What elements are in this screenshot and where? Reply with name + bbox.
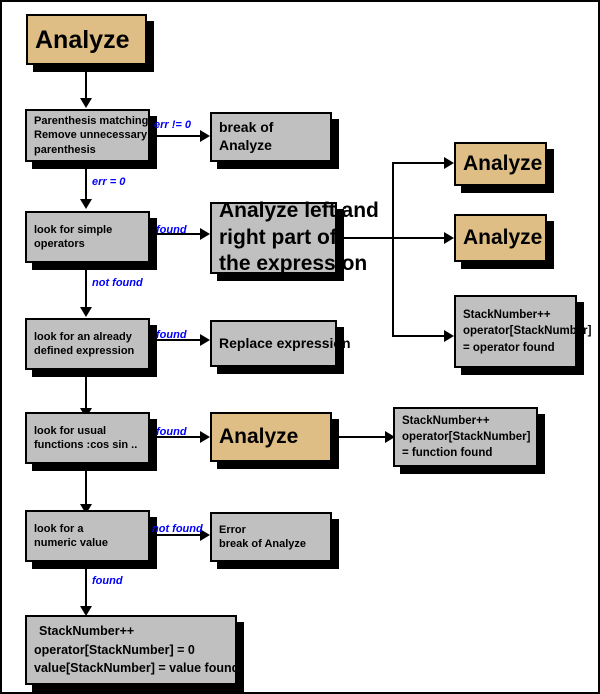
node-simple-operators-line2: operators bbox=[34, 238, 85, 250]
node-analyze-parts-line2: right part of bbox=[219, 225, 337, 249]
edge-numeric-to-push-value bbox=[85, 562, 87, 608]
node-recurse-analyze-left: Analyze bbox=[454, 142, 547, 186]
node-defined-expression-line2: defined expression bbox=[34, 345, 135, 357]
node-defined-expression-line1: look for an already bbox=[34, 330, 132, 343]
edge-functions-to-recurse bbox=[150, 436, 202, 438]
arrowhead-defined-to-replace bbox=[200, 334, 210, 346]
node-numeric-value-line2: numeric value bbox=[34, 537, 108, 549]
node-parenthesis-check-line3: parenthesis bbox=[34, 143, 96, 156]
node-push-value-line3: value[StackNumber] = value found bbox=[34, 661, 240, 676]
edge-operators-to-analyze-parts bbox=[150, 233, 202, 235]
edge-trunk-to-recurse-right bbox=[392, 237, 446, 239]
node-push-operator-line1: StackNumber++ bbox=[463, 309, 551, 321]
node-recurse-left-label: Analyze bbox=[463, 151, 543, 175]
node-push-value-line2: operator[StackNumber] = 0 bbox=[34, 642, 195, 657]
edge-label-function-found: found bbox=[156, 426, 187, 438]
node-usual-functions-line2: functions :cos sin .. bbox=[34, 439, 138, 451]
arrowhead-functions-to-numeric bbox=[80, 504, 92, 514]
edge-defined-to-functions bbox=[85, 370, 87, 410]
node-parenthesis-check-line1: Parenthesis matching bbox=[34, 115, 149, 128]
edge-operators-to-defined bbox=[85, 263, 87, 309]
node-analyze-parts-line3: the expression bbox=[219, 252, 368, 276]
arrowhead-operators-to-defined bbox=[80, 307, 92, 317]
arrowhead-paren-to-operators bbox=[80, 199, 92, 209]
arrowhead-trunk-to-recurse-right bbox=[444, 232, 454, 244]
node-parenthesis-check-line2: Remove unnecessary bbox=[34, 129, 148, 142]
node-error-break-line1: Error bbox=[219, 523, 246, 536]
node-look-for-simple-operators: look for simple operators bbox=[25, 211, 150, 263]
node-replace-expression: Replace expression bbox=[210, 320, 351, 367]
node-start-label: Analyze bbox=[35, 25, 130, 54]
edge-label-numeric-found: found bbox=[92, 575, 123, 587]
arrowhead-start-to-paren bbox=[80, 98, 92, 108]
node-look-for-usual-functions: look for usual functions :cos sin .. bbox=[25, 412, 150, 464]
edge-label-numeric-not-found: not found bbox=[152, 523, 203, 535]
edge-label-err-not-zero: err != 0 bbox=[154, 119, 191, 131]
node-push-function-line2: operator[StackNumber] bbox=[402, 430, 531, 443]
edge-numeric-to-error bbox=[150, 534, 202, 536]
node-numeric-value-line1: look for a bbox=[34, 522, 84, 535]
edge-recurse-to-push-function bbox=[332, 436, 387, 438]
node-push-function: StackNumber++ operator[StackNumber] = fu… bbox=[393, 407, 538, 467]
node-break-analyze-line2: Analyze bbox=[219, 137, 272, 153]
node-analyze-left-right-parts: Analyze left and right part of the expre… bbox=[210, 199, 379, 275]
arrowhead-numeric-to-error bbox=[200, 529, 210, 541]
node-break-analyze-line1: break of bbox=[219, 119, 274, 136]
node-start: Analyze bbox=[26, 14, 147, 65]
node-look-for-numeric-value: look for a numeric value bbox=[25, 510, 150, 562]
arrowhead-trunk-to-recurse-left bbox=[444, 157, 454, 169]
node-push-value-line1: StackNumber++ bbox=[39, 623, 135, 638]
arrowhead-functions-to-recurse bbox=[200, 431, 210, 443]
edge-start-to-paren bbox=[85, 65, 87, 99]
node-push-value: StackNumber++ operator[StackNumber] = 0 … bbox=[25, 615, 240, 685]
edge-paren-to-break bbox=[150, 135, 202, 137]
edge-label-expression-found: found bbox=[156, 329, 187, 341]
node-simple-operators-line1: look for simple bbox=[34, 223, 113, 236]
edge-trunk-to-recurse-left bbox=[392, 162, 446, 164]
edge-label-operator-found: found bbox=[156, 224, 187, 236]
edge-paren-to-operators bbox=[85, 162, 87, 200]
edge-functions-to-numeric bbox=[85, 464, 87, 506]
arrowhead-numeric-to-push-value bbox=[80, 606, 92, 616]
node-parenthesis-check: Parenthesis matching Remove unnecessary … bbox=[25, 109, 150, 162]
node-push-function-line3: = function found bbox=[402, 447, 493, 460]
node-recurse-right-label: Analyze bbox=[463, 225, 543, 249]
edge-label-operator-not-found: not found bbox=[92, 277, 143, 289]
arrowhead-recurse-to-push-function bbox=[385, 431, 395, 443]
edge-defined-to-replace bbox=[150, 339, 202, 341]
node-recurse-function-label: Analyze bbox=[219, 424, 299, 448]
node-look-for-defined-expression: look for an already defined expression bbox=[25, 318, 150, 370]
node-recurse-analyze-function: Analyze bbox=[210, 412, 332, 462]
node-recurse-analyze-right: Analyze bbox=[454, 214, 547, 262]
node-push-function-line1: StackNumber++ bbox=[402, 414, 490, 427]
node-push-operator: StackNumber++ operator[StackNumber] = op… bbox=[454, 295, 592, 368]
edge-trunk-to-push-operator bbox=[392, 335, 446, 337]
node-push-operator-line3: = operator found bbox=[463, 341, 555, 354]
edge-label-err-zero: err = 0 bbox=[92, 176, 126, 188]
arrowhead-operators-to-analyze-parts bbox=[200, 228, 210, 240]
node-analyze-parts-line1: Analyze left and bbox=[219, 198, 379, 222]
node-usual-functions-line1: look for usual bbox=[34, 424, 107, 437]
node-replace-expression-label: Replace expression bbox=[219, 334, 351, 351]
node-break-analyze: break of Analyze bbox=[210, 112, 332, 162]
arrowhead-paren-to-break bbox=[200, 130, 210, 142]
edge-analyze-parts-trunk bbox=[392, 162, 394, 337]
node-error-break-analyze: Error break of Analyze bbox=[210, 512, 332, 562]
node-push-operator-line2: operator[StackNumber] bbox=[463, 325, 592, 338]
arrowhead-trunk-to-push-operator bbox=[444, 330, 454, 342]
node-error-break-line2: break of Analyze bbox=[219, 538, 307, 550]
edge-analyze-parts-stem bbox=[337, 237, 394, 239]
